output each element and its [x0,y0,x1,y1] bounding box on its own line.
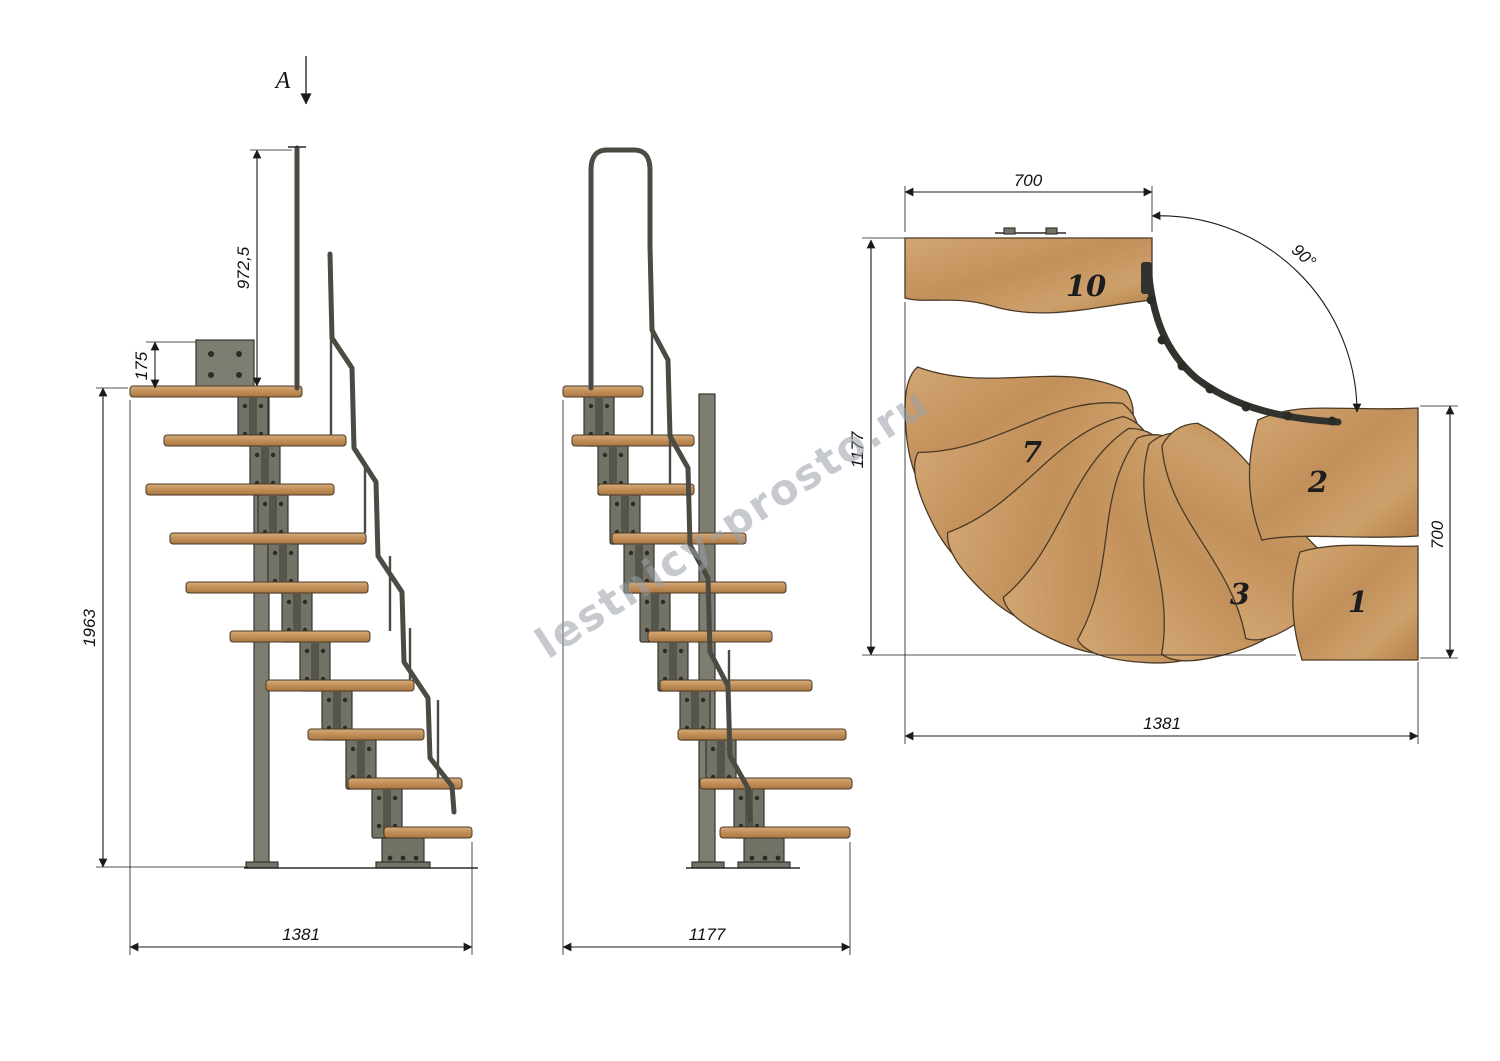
step-number-2: 2 [1307,465,1328,499]
tread [169,532,367,545]
dimension-rail-height: 972,5 [234,149,292,387]
dim-label-top-width: 700 [1014,171,1043,190]
dim-label-right-depth: 700 [1428,520,1447,549]
handrail-side-view [288,145,457,815]
handrail [647,243,753,823]
front-elevation-view: 1177 [562,147,853,955]
tread [597,483,695,496]
dim-label-left-depth: 1177 [848,431,867,468]
dimension-right-depth: 700 [1420,405,1458,659]
dim-label-mount-height: 175 [132,351,151,380]
handrail [1144,262,1342,426]
plan-view: 10 7 2 3 1 700 1177 90° 700 [848,171,1458,744]
tread [571,434,695,447]
dim-label-overall-width: 1381 [1143,714,1181,733]
baluster [1146,295,1156,305]
baluster [1283,411,1293,421]
bottom-support [737,837,791,869]
treads-side-view [129,385,473,839]
step-number-3: 3 [1230,577,1250,611]
bottom-support [375,837,431,869]
dimension-overall-width: 1381 [904,302,1419,744]
column-base-plate [691,861,725,869]
handrail-loop [588,147,653,391]
dimension-left-depth: 1177 [848,237,1296,656]
dimension-total-run-front: 1177 [562,400,851,955]
tread [719,826,851,839]
handrail-plan-view [1141,262,1342,426]
plan-top-mount [995,227,1066,235]
straight-tread-1 [1292,544,1419,661]
step-number-1: 1 [1348,585,1368,619]
dimension-mount-height: 175 [132,341,196,389]
dimension-total-run-side: 1381 [129,400,473,955]
tread [129,385,303,398]
tread [611,532,747,545]
tread [265,679,415,692]
baluster [1327,416,1337,426]
dim-label-total-height: 1963 [80,609,99,647]
dimension-turn-angle: 90° [1151,211,1362,413]
handrail-front-view [588,147,753,823]
tread [383,826,473,839]
baluster [1177,361,1187,371]
baluster [1157,335,1167,345]
dim-label-total-run-front: 1177 [689,925,726,944]
section-marker-label: A [274,68,291,94]
dimension-total-height: 1963 [80,387,248,868]
tread [185,581,369,594]
step-numbers: 10 7 2 3 1 [1022,269,1368,619]
dimension-top-width: 700 [904,171,1153,232]
tread [659,679,813,692]
step-number-7: 7 [1022,435,1042,469]
top-mount-bracket [195,339,255,389]
baluster [1205,384,1215,394]
baluster [1241,402,1251,412]
step-number-10: 10 [1066,269,1106,303]
dim-label-rail-height: 972,5 [234,246,253,289]
tread [562,385,644,398]
tread [163,434,347,447]
section-marker: A [274,56,312,105]
tread [699,777,853,790]
tread [347,777,463,790]
tread [145,483,335,496]
landing-platform [904,237,1153,314]
column-base-plate [245,861,279,869]
dim-label-total-run-side: 1381 [282,925,320,944]
tread [677,728,847,741]
treads-front-view [562,385,853,839]
side-elevation-view: A [80,56,478,955]
straight-tread-2 [1248,407,1419,541]
tread [229,630,371,643]
tread [307,728,425,741]
